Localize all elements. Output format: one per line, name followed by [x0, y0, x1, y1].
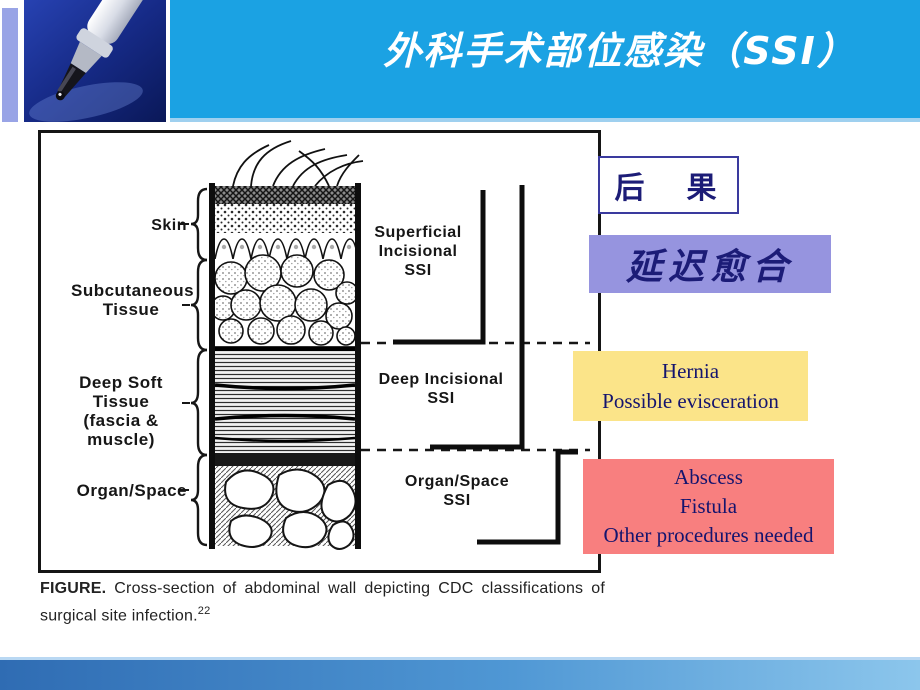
consequence-title-box: 后 果 — [598, 156, 739, 214]
label-superficial-incisional-ssi: Superficial Incisional SSI — [374, 224, 462, 279]
abdominal-wall-diagram — [178, 140, 590, 550]
abscess-box: Abscess Fistula Other procedures needed — [583, 459, 834, 554]
hernia-box: Hernia Possible evisceration — [573, 351, 808, 421]
figure-caption-line1: FIGURE. Cross-section of abdominal wall … — [40, 578, 605, 600]
evisceration-line: Possible evisceration — [602, 389, 779, 413]
figure-caption-ref: 22 — [197, 605, 211, 617]
label-deep-incisional-ssi: Deep Incisional SSI — [378, 371, 504, 407]
figure-caption-label: FIGURE. — [40, 580, 107, 597]
pipette-photo-graphic — [24, 0, 166, 122]
figure-caption-line2: surgical site infection.22 — [40, 600, 605, 627]
delayed-healing-box: 延迟愈合 — [589, 235, 831, 293]
pipette-photo — [24, 0, 166, 122]
label-organ-space-ssi: Organ/Space SSI — [404, 473, 510, 509]
left-accent-strip — [2, 8, 18, 122]
label-organ-space: Organ/Space — [76, 481, 187, 500]
figure-caption-text2: surgical site infection. — [40, 607, 198, 625]
abscess-line: Abscess — [674, 465, 743, 489]
figure-panel: Skin Subcutaneous Tissue Deep Soft Tissu… — [38, 130, 601, 573]
label-deep-soft-tissue: Deep Soft Tissue (fascia & muscle) — [79, 373, 163, 449]
label-subcutaneous-tissue: Subcutaneous Tissue — [71, 281, 195, 319]
figure-caption-text1: Cross-section of abdominal wall depictin… — [114, 580, 605, 597]
label-skin: Skin — [151, 217, 187, 234]
slide-title: 外科手术部位感染（SSI） — [383, 29, 857, 73]
footer-bar — [0, 657, 920, 690]
hernia-line: Hernia — [661, 359, 720, 383]
figure-caption: FIGURE. Cross-section of abdominal wall … — [40, 578, 605, 627]
other-procedures-line: Other procedures needed — [603, 523, 814, 547]
fistula-line: Fistula — [679, 494, 738, 518]
header-bar: 外科手术部位感染（SSI） — [170, 0, 920, 122]
